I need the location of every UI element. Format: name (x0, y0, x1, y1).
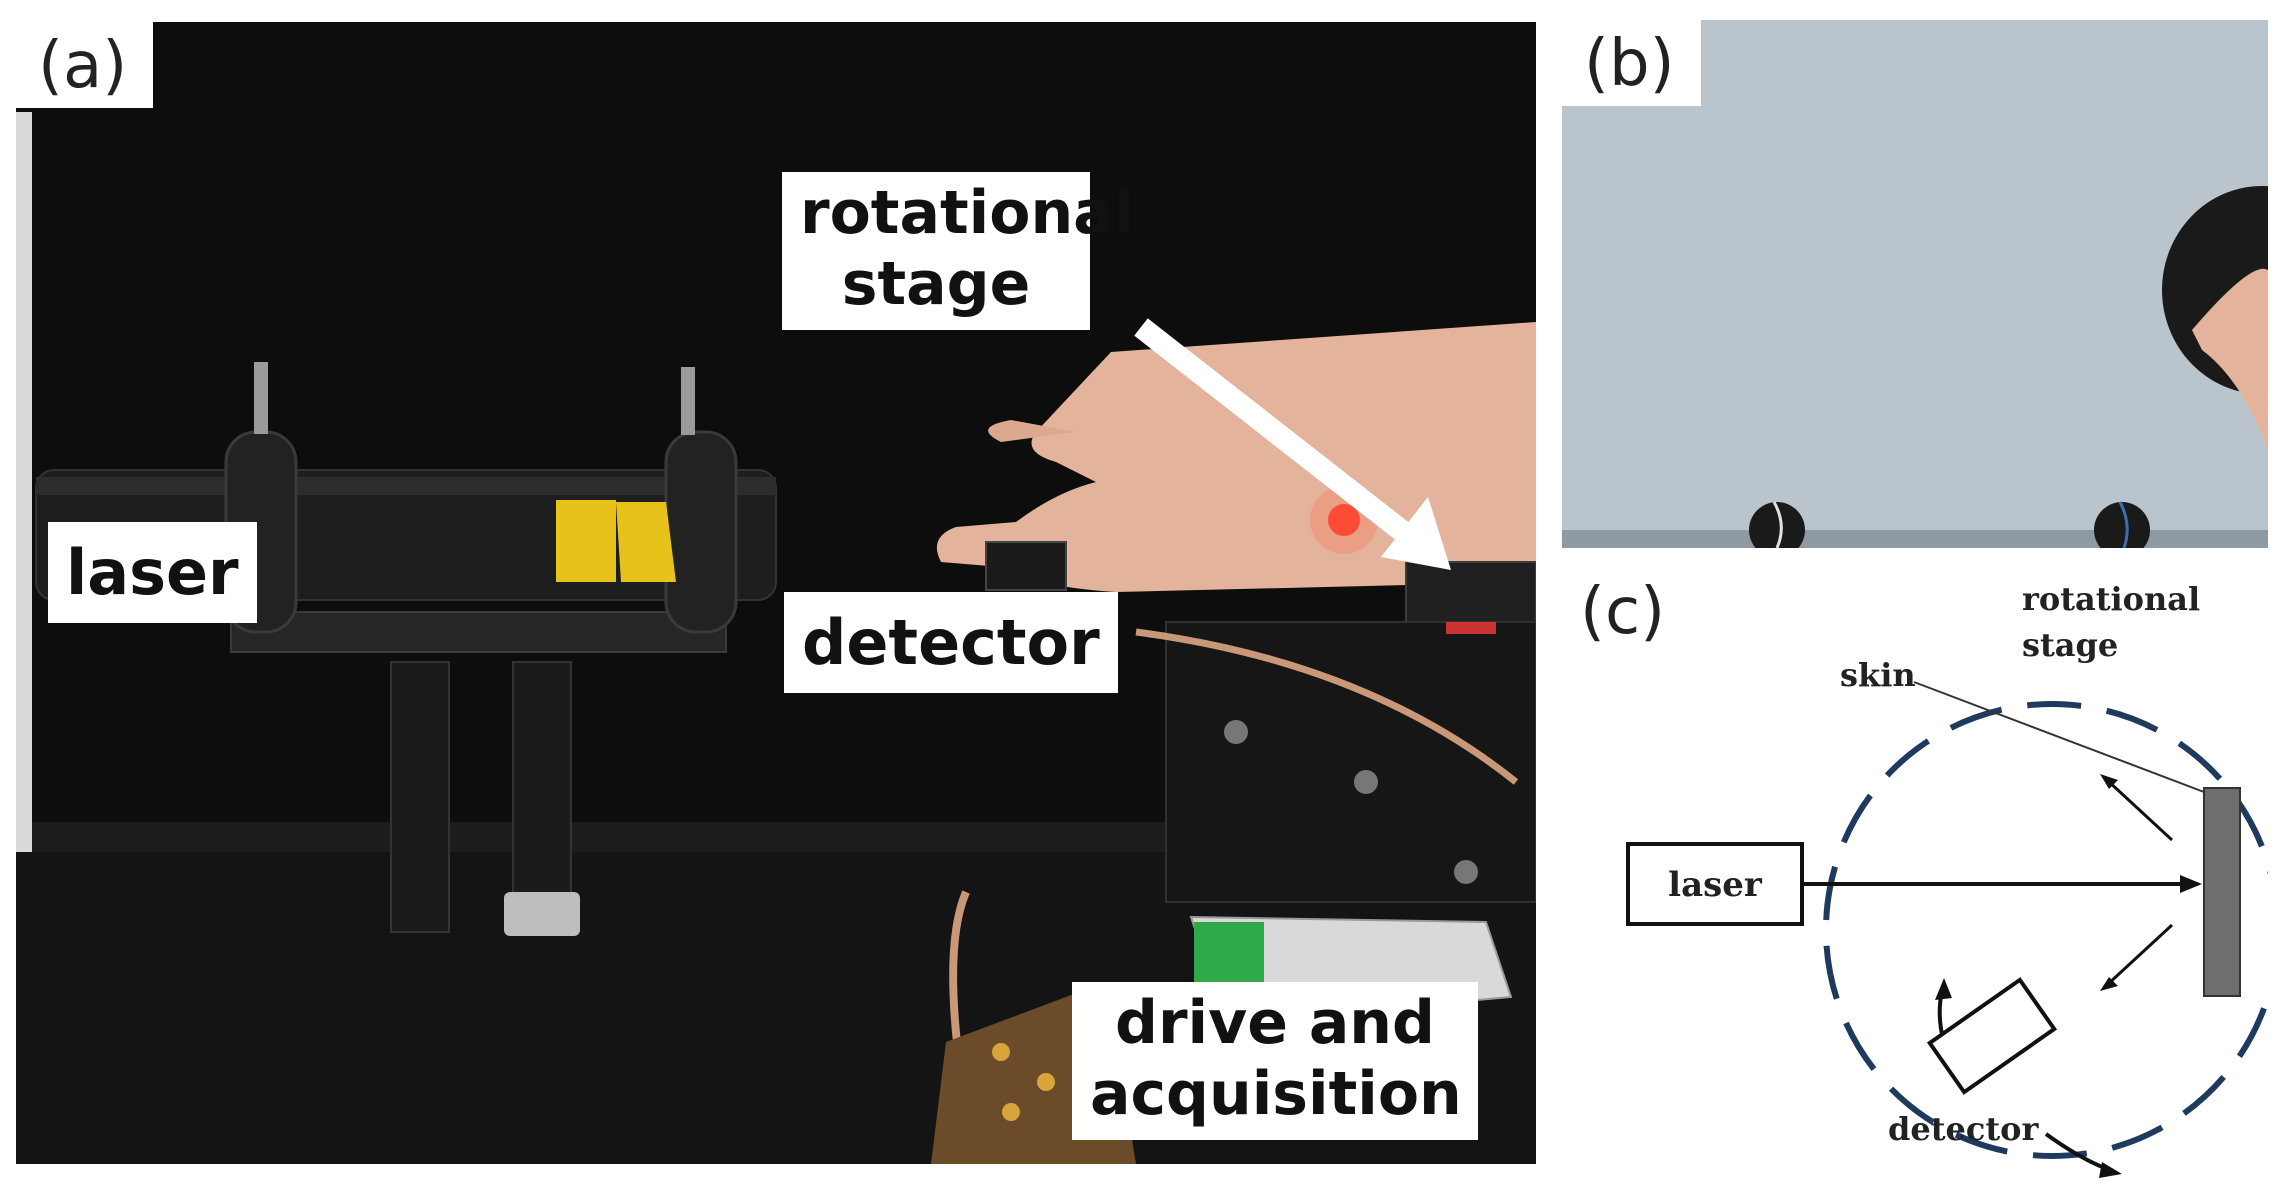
laser-highlight (36, 477, 776, 495)
detector-callout: detector (784, 592, 1118, 694)
schematic-diagram: laser skin rotational stage detector (c) (1562, 560, 2268, 1180)
panel-label-b: (b) (1562, 20, 1701, 106)
drive-acquisition-callout: drive and acquisition (1072, 982, 1478, 1140)
photo-enclosure: (b) (1562, 20, 2268, 548)
stage-text-line2: stage (2022, 626, 2118, 664)
enclosure-surface (1562, 20, 2268, 548)
fingers (988, 420, 1076, 442)
laser-text: laser (1668, 865, 1763, 905)
reflect-arrowhead-down (2100, 977, 2118, 991)
rotation-arrowhead-up (1935, 978, 1952, 1000)
warning-triangle-label (616, 502, 676, 582)
skin-text: skin (1840, 656, 1916, 694)
reflect-arrowhead-up (2100, 774, 2118, 789)
cable-left (1772, 501, 1783, 548)
laser-rail (230, 611, 727, 653)
pcb-connector-1 (992, 1043, 1010, 1061)
pcb-connector-3 (1002, 1103, 1020, 1121)
mount-screw-left (254, 362, 268, 434)
panel-label-a: (a) (16, 22, 154, 108)
panel-label-c: (c) (1568, 574, 1678, 650)
stage-text-line1: rotational (2022, 580, 2200, 618)
post-holder (504, 892, 580, 936)
stage-screw-2 (1354, 770, 1378, 794)
skin-pointer (1913, 681, 2205, 793)
laser-callout: laser (48, 522, 257, 624)
stage-pointer-head (1381, 497, 1451, 570)
stage-screw-1 (1224, 720, 1248, 744)
stage-red-mark (1446, 622, 1496, 634)
laser-box (1626, 842, 1804, 926)
detector-box (1926, 977, 2058, 1095)
post-right (512, 661, 572, 903)
cable-right (2118, 501, 2129, 548)
stage-screw-3 (1454, 860, 1478, 884)
mount-screw-right (681, 367, 695, 435)
laser-mount-right (664, 430, 738, 634)
beam-arrowhead (2180, 875, 2202, 893)
enclosure-scene (1562, 20, 2268, 548)
laser-spot (1328, 504, 1360, 536)
wall-edge (16, 112, 32, 852)
rotational-stage-callout: rotational stage (782, 172, 1134, 330)
arm-through-hole (2192, 268, 2268, 450)
skin-patch (2203, 787, 2241, 997)
detector-unit (985, 541, 1067, 591)
reflect-arrow-up (2105, 778, 2174, 842)
cable-stage (1135, 628, 1519, 785)
terminal-block (1194, 922, 1264, 992)
enclosure-bottom-edge (1562, 530, 2268, 548)
cable-hole-right (2094, 502, 2150, 548)
detector-text: detector (1888, 1110, 2039, 1148)
schematic-svg: laser skin rotational stage detector (1626, 580, 2268, 1178)
stage-circle (1823, 701, 2268, 1159)
cable-hole-left (1749, 502, 1805, 548)
pcb-connector-2 (1037, 1073, 1055, 1091)
post-left (390, 661, 450, 933)
warning-label (556, 500, 616, 582)
stage-pointer-shaft (1134, 318, 1423, 551)
detector-rect (1926, 977, 2058, 1095)
photo-setup: (a) laser rotational stage detector driv… (16, 22, 1536, 1164)
reflect-arrow-down (2105, 923, 2174, 987)
stage-body (1165, 621, 1536, 903)
stage-top (1405, 561, 1536, 623)
rotation-arrowhead-down (2099, 1162, 2122, 1178)
